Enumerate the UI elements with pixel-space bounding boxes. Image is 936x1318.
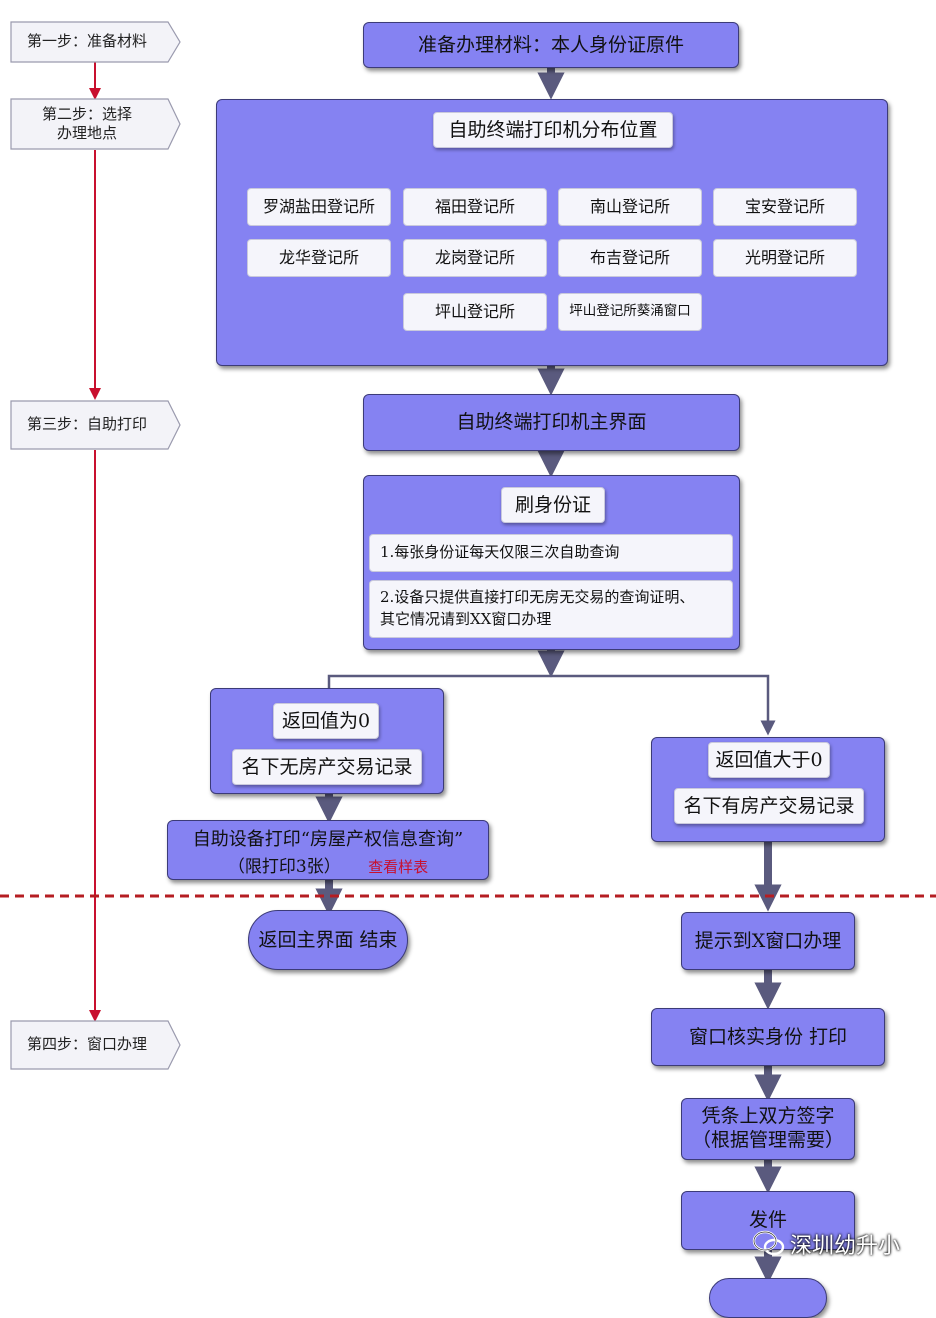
return-main-end-text: 返回主界面 结束 bbox=[258, 928, 398, 951]
location-pingshan-kuichong: 坪山登记所葵涌窗口 bbox=[558, 293, 702, 331]
step-2-label: 第二步：选择 办理地点 bbox=[41, 104, 132, 143]
step-4-tag bbox=[10, 1020, 181, 1070]
main-interface-box: 自助终端打印机主界面 bbox=[363, 394, 740, 451]
step-3-tag bbox=[10, 400, 181, 450]
swipe-id-panel: 刷身份证 1.每张身份证每天仅限三次自助查询 2.设备只提供直接打印无房无交易的… bbox=[363, 475, 740, 650]
step-3-label: 第三步：自助打印 bbox=[26, 415, 147, 434]
location-buji: 布吉登记所 bbox=[558, 239, 702, 277]
flow-connectors bbox=[0, 60, 936, 1284]
prepare-materials-text: 准备办理材料：本人身份证原件 bbox=[417, 33, 684, 56]
prepare-materials-box: 准备办理材料：本人身份证原件 bbox=[363, 22, 739, 68]
branch-split-line bbox=[327, 674, 776, 736]
location-longhua: 龙华登记所 bbox=[247, 239, 391, 277]
swipe-id-title: 刷身份证 bbox=[501, 487, 605, 523]
return-zero-panel: 返回值为0 名下无房产交易记录 bbox=[210, 688, 444, 794]
sign-receipt-text: 凭条上双方签字 （根据管理需要） bbox=[691, 1105, 844, 1151]
no-property-record: 名下无房产交易记录 bbox=[232, 749, 422, 785]
step-1-label: 第一步：准备材料 bbox=[26, 32, 147, 51]
return-main-end-terminator: 返回主界面 结束 bbox=[248, 910, 408, 970]
location-nanshan: 南山登记所 bbox=[558, 188, 702, 226]
swipe-note-1: 1.每张身份证每天仅限三次自助查询 bbox=[369, 534, 733, 572]
return-zero-title: 返回值为0 bbox=[273, 703, 379, 739]
locations-panel-title: 自助终端打印机分布位置 bbox=[433, 112, 673, 148]
hint-window-text: 提示到X窗口办理 bbox=[694, 929, 842, 952]
issue-text: 发件 bbox=[748, 1209, 787, 1232]
self-print-line-2: （限打印3张） bbox=[227, 857, 341, 877]
self-print-box: 自助设备打印“房屋产权信息查询” （限打印3张） 查看样表 bbox=[167, 820, 489, 880]
location-pingshan: 坪山登记所 bbox=[403, 293, 547, 331]
sign-receipt-box: 凭条上双方签字 （根据管理需要） bbox=[681, 1098, 855, 1160]
final-terminator bbox=[709, 1278, 827, 1318]
main-interface-text: 自助终端打印机主界面 bbox=[456, 411, 647, 434]
location-baoan: 宝安登记所 bbox=[713, 188, 857, 226]
location-guangming: 光明登记所 bbox=[713, 239, 857, 277]
step-1-tag bbox=[10, 21, 181, 63]
verify-print-box: 窗口核实身份 打印 bbox=[651, 1008, 885, 1066]
swipe-note-2: 2.设备只提供直接打印无房无交易的查询证明、 其它情况请到XX窗口办理 bbox=[369, 580, 733, 638]
self-print-line-1: 自助设备打印“房屋产权信息查询” bbox=[192, 829, 464, 850]
return-gt-zero-title: 返回值大于0 bbox=[708, 742, 830, 778]
wechat-icon bbox=[752, 1230, 785, 1256]
view-sample-link[interactable]: 查看样表 bbox=[368, 858, 429, 876]
location-luohu-yantian: 罗湖盐田登记所 bbox=[247, 188, 391, 226]
hint-window-box: 提示到X窗口办理 bbox=[681, 912, 855, 970]
location-futian: 福田登记所 bbox=[403, 188, 547, 226]
watermark-text: 深圳幼升小 bbox=[790, 1234, 901, 1259]
verify-print-text: 窗口核实身份 打印 bbox=[688, 1025, 848, 1048]
location-longgang: 龙岗登记所 bbox=[403, 239, 547, 277]
step-2-tag bbox=[10, 98, 181, 150]
step-4-label: 第四步：窗口办理 bbox=[26, 1035, 147, 1054]
return-gt-zero-panel: 返回值大于0 名下有房产交易记录 bbox=[651, 737, 885, 842]
has-property-record: 名下有房产交易记录 bbox=[674, 788, 864, 824]
locations-panel: 自助终端打印机分布位置 罗湖盐田登记所 福田登记所 南山登记所 宝安登记所 龙华… bbox=[216, 99, 888, 366]
